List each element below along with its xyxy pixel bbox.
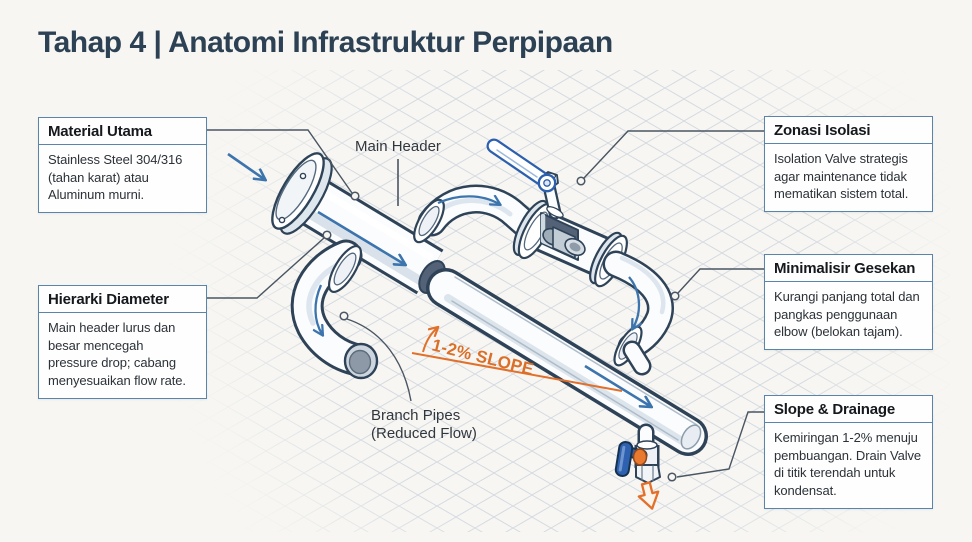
- inlet-flow-arrow: [227, 152, 264, 179]
- branch-pipes-label-line2: (Reduced Flow): [371, 425, 477, 442]
- valve-line-flow-arrow: [437, 196, 499, 204]
- slope-angle-arrow: [422, 328, 437, 353]
- leader-dot: [670, 291, 680, 301]
- main-header-flow-arrow: [317, 210, 404, 264]
- callout-body: Kurangi panjang total dan pangkas penggu…: [774, 289, 920, 340]
- page-title: Tahap 4 | Anatomi Infrastruktur Perpipaa…: [38, 26, 613, 59]
- drain-valve-handle: [614, 441, 648, 477]
- callout-hierarki-diameter: Hierarki Diameter Main header lurus dan …: [38, 285, 207, 399]
- elbow-flow-arrow: [628, 276, 639, 328]
- drain-valve: [614, 423, 661, 484]
- isolation-valve: [486, 138, 628, 288]
- leader-hierarki: [206, 237, 325, 299]
- main-header-label: Main Header: [355, 138, 441, 155]
- flange-bolt: [278, 216, 286, 224]
- leader-branch-pipes: [346, 318, 412, 402]
- callout-body: Isolation Valve strategis agar maintenan…: [774, 151, 909, 202]
- inlet-flange: [271, 152, 333, 235]
- callout-body: Stainless Steel 304/316 (tahan karat) at…: [48, 152, 183, 203]
- branch-pipe-ubend: [290, 239, 379, 380]
- callout-title: Zonasi Isolasi: [765, 117, 932, 144]
- callout-title: Minimalisir Gesekan: [765, 255, 932, 282]
- callout-material-utama: Material Utama Stainless Steel 304/316 (…: [38, 117, 207, 214]
- callout-body: Kemiringan 1-2% menuju pembuangan. Drain…: [774, 430, 922, 499]
- leader-material: [206, 129, 353, 194]
- drain-direction-arrow-icon: [637, 481, 660, 510]
- callout-title: Material Utama: [39, 118, 206, 145]
- leader-minimalisir: [677, 268, 764, 294]
- leader-dot: [322, 230, 332, 240]
- leader-dot: [339, 311, 349, 321]
- leader-dot: [350, 191, 360, 201]
- inlet-collar-face: [418, 205, 440, 237]
- callout-body: Main header lurus dan besar mencegah pre…: [48, 320, 186, 389]
- flow-arrows: [227, 152, 650, 406]
- slope-reference-line: [411, 352, 623, 392]
- drain-run-flow-arrow: [584, 364, 650, 406]
- leader-lines: [206, 129, 764, 482]
- sloped-drain-pipe: [426, 268, 708, 456]
- flange-bolt: [299, 172, 307, 180]
- valve-ball-port: [542, 226, 586, 259]
- valve-handle: [486, 138, 557, 193]
- pipe-assembly: [271, 138, 708, 484]
- branch-flow-arrow: [315, 284, 322, 334]
- drain-valve-nut: [635, 464, 661, 484]
- callout-title: Hierarki Diameter: [39, 286, 206, 313]
- main-header-pipe: [292, 174, 444, 295]
- callout-slope-drainage: Slope & Drainage Kemiringan 1-2% menuju …: [764, 395, 933, 509]
- leader-slope: [676, 411, 764, 478]
- branch-pipes-label-line1: Branch Pipes: [371, 407, 460, 424]
- callout-title: Slope & Drainage: [765, 396, 932, 423]
- drain-valve-knob: [632, 448, 648, 466]
- callout-minimalisir-gesekan: Minimalisir Gesekan Kurangi panjang tota…: [764, 254, 933, 351]
- callout-zonasi-isolasi: Zonasi Isolasi Isolation Valve strategis…: [764, 116, 933, 213]
- leader-dot: [667, 472, 677, 482]
- outlet-elbow: [602, 250, 674, 376]
- leader-zonasi: [583, 130, 764, 179]
- leader-dot: [576, 176, 586, 186]
